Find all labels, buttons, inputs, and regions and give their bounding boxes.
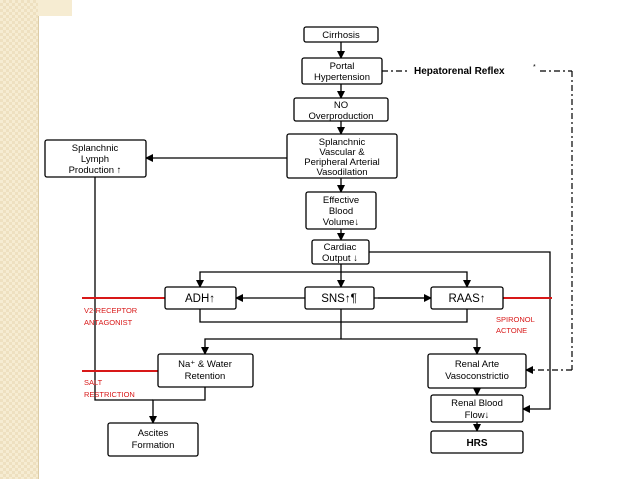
- node-splanchnic-vasodilation: Splanchnic Vascular & Peripheral Arteria…: [286, 133, 398, 179]
- svg-text:Vascular &: Vascular &: [319, 147, 365, 158]
- svg-text:Cirrhosis: Cirrhosis: [322, 30, 360, 41]
- node-effective-blood-volume: Effective Blood Volume↓: [305, 191, 377, 230]
- node-renal-blood-flow: Renal Blood Flow↓: [430, 394, 524, 423]
- svg-text:HRS: HRS: [466, 438, 487, 449]
- edge-merge-line: [199, 309, 468, 323]
- node-ascites-formation: Ascites Formation: [107, 422, 199, 457]
- edge-na-ascites: [149, 387, 206, 424]
- svg-text:ADH↑: ADH↑: [185, 293, 215, 305]
- node-raas: RAAS↑: [430, 286, 504, 310]
- edge-cardiac-branch: [196, 271, 341, 288]
- svg-text:Portal: Portal: [330, 61, 355, 72]
- svg-text:Splanchnic: Splanchnic: [319, 137, 366, 148]
- svg-text:Production ↑: Production ↑: [69, 165, 122, 176]
- svg-text:Ascites: Ascites: [138, 428, 169, 439]
- decorative-border-top: [38, 0, 72, 16]
- svg-text:NO: NO: [334, 100, 348, 111]
- edge-to-na: [201, 338, 341, 355]
- svg-text:Effective: Effective: [323, 195, 359, 206]
- node-no-overproduction: NO Overproduction: [293, 97, 389, 122]
- inhibition-lines: [82, 297, 552, 372]
- spiro-label-2: ACTONE: [496, 326, 527, 335]
- svg-text:RAAS↑: RAAS↑: [448, 293, 485, 305]
- hepatorenal-reflex-path: [382, 70, 573, 374]
- v2-label-2: ANTAGONIST: [84, 318, 133, 327]
- svg-text:Lymph: Lymph: [81, 154, 109, 165]
- salt-label-2: RESTRICTION: [84, 390, 135, 399]
- spiro-label: SPIRONOL: [496, 315, 535, 324]
- decorative-border: [0, 0, 38, 479]
- salt-label: SALT: [84, 378, 103, 387]
- svg-text:Output ↓: Output ↓: [322, 253, 358, 264]
- svg-text:Retention: Retention: [185, 371, 226, 382]
- svg-text:Na⁺ & Water: Na⁺ & Water: [178, 359, 232, 370]
- node-adh: ADH↑: [164, 286, 237, 310]
- border-divider: [38, 16, 39, 479]
- edge-lymph-ascites: [94, 177, 153, 401]
- svg-text:Cardiac: Cardiac: [324, 242, 357, 253]
- v2-label: V2-RECEPTOR: [84, 306, 138, 315]
- svg-text:Peripheral Arterial: Peripheral Arterial: [304, 157, 380, 168]
- svg-text:Flow↓: Flow↓: [465, 410, 490, 421]
- node-portal-hypertension: Portal Hypertension: [301, 57, 383, 85]
- node-cardiac-output: Cardiac Output ↓: [311, 239, 370, 265]
- svg-text:Vasoconstrictio: Vasoconstrictio: [445, 371, 509, 382]
- node-renal-arte-vasoconstriction: Renal Arte Vasoconstrictio: [427, 353, 527, 389]
- svg-text:Splanchnic: Splanchnic: [72, 143, 119, 154]
- svg-text:Formation: Formation: [132, 440, 175, 451]
- svg-text:Hypertension: Hypertension: [314, 72, 370, 83]
- edge-to-renal-arte: [341, 338, 481, 355]
- hepatorenal-mark: *: [533, 64, 536, 71]
- node-na-water-retention: Na⁺ & Water Retention: [157, 353, 254, 388]
- svg-text:Overproduction: Overproduction: [309, 111, 374, 122]
- node-hrs: HRS: [430, 430, 524, 454]
- svg-text:SNS↑¶: SNS↑¶: [321, 293, 357, 305]
- svg-text:Vasodilation: Vasodilation: [316, 167, 367, 178]
- svg-text:Blood: Blood: [329, 206, 353, 217]
- svg-text:Volume↓: Volume↓: [323, 217, 359, 228]
- node-lymph-production: Splanchnic Lymph Production ↑: [44, 139, 147, 178]
- svg-text:Renal Blood: Renal Blood: [451, 398, 503, 409]
- node-sns: SNS↑¶: [304, 286, 375, 310]
- edge-cardiac-branch-raas: [341, 271, 471, 288]
- node-cirrhosis: Cirrhosis: [303, 26, 379, 43]
- edge-cardiac-renalblood: [369, 251, 551, 413]
- edges: [94, 42, 551, 432]
- hepatorenal-label: Hepatorenal Reflex: [414, 66, 505, 77]
- svg-text:Renal Arte: Renal Arte: [455, 359, 499, 370]
